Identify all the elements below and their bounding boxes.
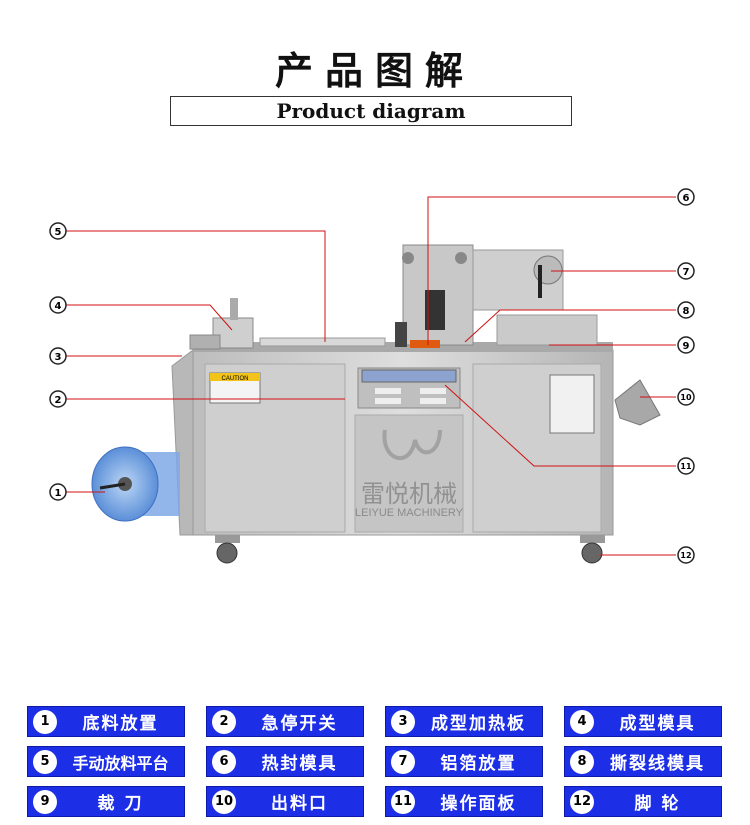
- legend-number: 1: [33, 709, 57, 734]
- legend-number: 3: [391, 709, 415, 734]
- legend-label: 成型模具: [619, 714, 696, 734]
- callout-1: 1: [49, 483, 67, 501]
- legend-number: 2: [212, 709, 236, 734]
- brand-en: LEIYUE MACHINERY: [355, 507, 464, 519]
- parts-legend: 1 底料放置 2 急停开关 3 成型加热板 4 成型模具 5 手动放料平台 6 热封模具 7…: [27, 706, 723, 817]
- legend-label: 急停开关: [261, 714, 338, 734]
- svg-text:10: 10: [680, 393, 692, 402]
- legend-number: 9: [33, 789, 57, 814]
- svg-text:1: 1: [55, 488, 62, 499]
- legend-label: 底料放置: [82, 714, 159, 734]
- callout-8: 8: [677, 301, 695, 319]
- legend-item-5: 5 手动放料平台: [27, 746, 185, 777]
- caution-label: CAUTION: [222, 376, 249, 382]
- legend-item-9: 9 裁 刀: [27, 786, 185, 817]
- legend-number: 12: [570, 789, 594, 814]
- legend-item-10: 10 出料口: [206, 786, 364, 817]
- legend-item-8: 8 撕裂线模具: [564, 746, 722, 777]
- legend-item-2: 2 急停开关: [206, 706, 364, 737]
- legend-number: 4: [570, 709, 594, 734]
- callout-7: 7: [677, 262, 695, 280]
- legend-number: 5: [33, 749, 57, 774]
- legend-number: 6: [212, 749, 236, 774]
- machine-body: CAUTION 雷悦机械 LEIYUE MACHINERY: [171, 337, 614, 536]
- svg-text:12: 12: [680, 551, 691, 560]
- legend-label: 裁 刀: [97, 794, 144, 814]
- legend-label: 热封模具: [261, 754, 338, 774]
- legend-number: 10: [212, 789, 236, 814]
- machine-diagram: CAUTION 雷悦机械 LEIYUE MACHINERY: [49, 188, 695, 564]
- legend-item-11: 11 操作面板: [385, 786, 543, 817]
- svg-text:7: 7: [683, 267, 690, 278]
- legend-number: 8: [570, 749, 594, 774]
- callout-6: 6: [677, 188, 695, 206]
- discharge-chute: [614, 379, 661, 426]
- legend-item-6: 6 热封模具: [206, 746, 364, 777]
- legend-label: 操作面板: [440, 794, 517, 814]
- legend-label: 脚 轮: [634, 794, 681, 814]
- callout-11: 11: [677, 457, 695, 475]
- legend-item-12: 12 脚 轮: [564, 786, 722, 817]
- legend-number: 7: [391, 749, 415, 774]
- upper-mechanism: [189, 244, 598, 350]
- legend-label: 撕裂线模具: [610, 754, 705, 774]
- legend-number: 11: [391, 789, 415, 814]
- legend-label: 成型加热板: [431, 714, 526, 734]
- legend-item-1: 1 底料放置: [27, 706, 185, 737]
- callout-badges: 1 2 3 4 5 6 7 8 9 10 11 12: [49, 188, 695, 564]
- legend-label: 出料口: [271, 794, 328, 814]
- film-roll: [91, 446, 180, 522]
- callout-3: 3: [49, 347, 67, 365]
- svg-text:5: 5: [55, 227, 62, 238]
- svg-text:8: 8: [683, 306, 690, 317]
- callout-2: 2: [49, 390, 67, 408]
- svg-text:2: 2: [55, 395, 62, 406]
- brand-cn: 雷悦机械: [361, 480, 457, 508]
- svg-text:3: 3: [55, 352, 62, 363]
- callout-9: 9: [677, 336, 695, 354]
- callout-12: 12: [677, 546, 695, 564]
- callout-5: 5: [49, 222, 67, 240]
- page-title-en: Product diagram: [170, 96, 572, 126]
- casters: [215, 535, 605, 564]
- svg-text:9: 9: [683, 341, 690, 352]
- svg-text:11: 11: [680, 462, 692, 471]
- svg-text:4: 4: [55, 301, 62, 312]
- legend-item-3: 3 成型加热板: [385, 706, 543, 737]
- svg-text:6: 6: [683, 193, 690, 204]
- legend-label: 手动放料平台: [72, 753, 169, 773]
- legend-item-4: 4 成型模具: [564, 706, 722, 737]
- legend-label: 铝箔放置: [440, 754, 517, 774]
- page-title-cn: 产品图解: [274, 49, 475, 93]
- callout-lines: [66, 196, 676, 556]
- legend-item-7: 7 铝箔放置: [385, 746, 543, 777]
- callout-4: 4: [49, 296, 67, 314]
- callout-10: 10: [677, 388, 695, 406]
